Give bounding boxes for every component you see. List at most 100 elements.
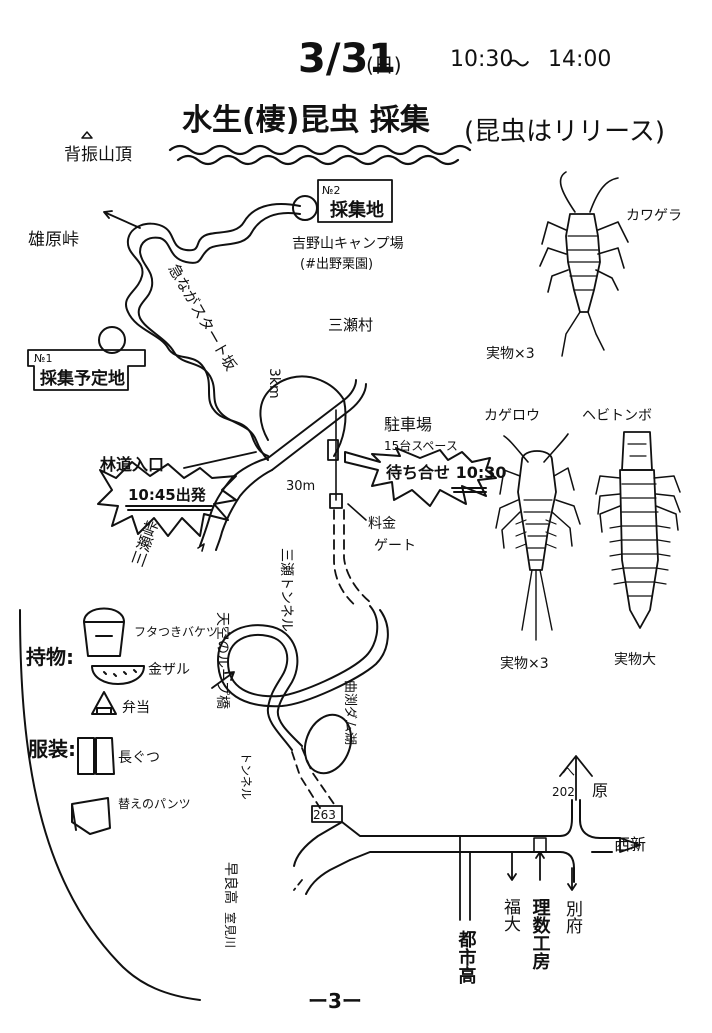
- arrow-loop-bridge: [211, 671, 235, 689]
- summit-marker: [81, 131, 93, 139]
- label-camp: 吉野山キャンプ場: [292, 236, 404, 252]
- label-to-hara: 原: [592, 781, 608, 800]
- route-202-arrow: [559, 755, 593, 801]
- site2-box: [317, 179, 393, 223]
- arrow-forest-entrance: [183, 451, 257, 469]
- route-263-box: [311, 805, 343, 823]
- meet-forest-underline: [125, 505, 213, 511]
- mayfly-illustration: [495, 433, 581, 641]
- belongings-section: 持物: フタつきバケツ 金ザル 弁当 服装: 長ぐつ 替えのパンツ: [19, 607, 218, 1001]
- label-beppu: 別府: [562, 900, 583, 935]
- item-colander: 金ザル: [148, 662, 190, 678]
- insect-dobsonfly-size: 実物大: [614, 652, 656, 668]
- stonefly-illustration: [539, 171, 629, 357]
- event-time-separator: 〜: [506, 50, 530, 78]
- label-summit: 背振山頂: [64, 145, 132, 165]
- label-sawara-school: 早良高: [222, 862, 239, 904]
- label-tunnel: トンネル: [239, 752, 253, 800]
- label-camp-sub: (#出野栗園): [300, 257, 373, 272]
- insect-stonefly-size: 実物×3: [486, 346, 535, 362]
- arrow-toll-gate: [347, 503, 367, 521]
- site2-marker: [292, 195, 318, 221]
- site1-box: [27, 349, 146, 391]
- title-note: (昆虫はリリース): [464, 117, 665, 147]
- loop-bridge-road: [217, 605, 389, 751]
- label-route-263: 263: [313, 808, 336, 822]
- site1-label: 採集予定地: [40, 368, 125, 389]
- toshiko-road: [459, 835, 471, 921]
- event-time-end: 14:00: [548, 47, 611, 72]
- onigiri-icon: [91, 691, 117, 715]
- meet-time-underline: [451, 487, 487, 493]
- label-nishijin: 西新: [614, 835, 646, 854]
- label-forest-entrance: 林道入口: [100, 455, 164, 474]
- pants-icon: [71, 797, 111, 835]
- upper-river-route: [125, 202, 301, 461]
- site1-marker: [98, 326, 126, 354]
- label-toll-2: ゲート: [374, 538, 416, 554]
- label-muroumi-river: 室見川: [223, 912, 238, 948]
- item-bucket: フタつきバケツ: [134, 625, 218, 639]
- item-boots: 長ぐつ: [118, 750, 160, 766]
- arrow-to-ohara: [103, 210, 141, 229]
- label-mitsuse-village: 三瀬村: [328, 316, 373, 334]
- dobsonfly-illustration: [595, 431, 681, 629]
- boots-icon: [77, 737, 115, 775]
- label-mitsuse-tunnel: 三瀬トンネル: [278, 548, 294, 632]
- label-toshiko: 都市高: [456, 930, 478, 985]
- item-lunch: 弁当: [122, 700, 150, 716]
- arrow-rika: [535, 851, 545, 881]
- label-route-202: 202: [552, 785, 575, 799]
- arrow-nishijin: [619, 837, 641, 853]
- belongings-border: [19, 609, 201, 1001]
- label-meet-parking: 待ち合せ 10:30: [386, 463, 507, 482]
- mitsuse-road: [199, 375, 367, 551]
- bucket-icon: [83, 607, 125, 657]
- road-263-dashed-right: [301, 747, 335, 805]
- label-slope: 急ながスタート坂: [165, 261, 241, 374]
- label-fukudai: 福大: [500, 898, 521, 932]
- toll-gate-marker: [329, 493, 343, 509]
- label-30m: 30m: [286, 479, 315, 494]
- label-parking: 駐車場: [384, 415, 432, 434]
- item-pants: 替えのパンツ: [118, 797, 191, 811]
- page-title: 水生(棲)昆虫 採集: [182, 103, 431, 138]
- insect-dobsonfly-name: ヘビトンボ: [582, 408, 652, 424]
- label-meet-forest: 10:45出発: [128, 486, 207, 504]
- label-rika: 理数工房: [530, 898, 551, 970]
- label-to-kawasaki: へ: [562, 765, 575, 780]
- header: 3/31 (日) 10:30 〜 14:00 水生(棲)昆虫 採集 (昆虫はリリ…: [168, 36, 665, 166]
- event-date: 3/31: [298, 36, 396, 82]
- insect-mayfly-size: 実物×3: [500, 656, 549, 672]
- meeting-bubble-forest: [97, 461, 237, 537]
- colander-icon: [91, 665, 145, 685]
- insect-stonefly-name: カワゲラ: [626, 208, 682, 224]
- label-lake: 曲渕ダム湖: [342, 680, 357, 745]
- mitsuse-tunnel-right: [343, 509, 371, 603]
- meeting-bubble-parking: [344, 447, 497, 507]
- title-underline-wave: [168, 144, 472, 166]
- site2-label: 採集地: [330, 199, 384, 221]
- label-pass-ohara: 雄原峠: [28, 230, 79, 250]
- clothing-heading: 服装:: [28, 737, 76, 761]
- label-mitsuse-pass: 三瀬峠: [128, 518, 162, 570]
- rika-marker: [533, 837, 547, 853]
- label-parking-sub: 15台スペース: [384, 438, 458, 453]
- arrow-beppu: [567, 867, 577, 891]
- site2-number: №2: [322, 184, 340, 197]
- pass-arrow: [197, 543, 205, 552]
- site1-number: №1: [34, 352, 52, 365]
- parking-marker: [327, 439, 339, 461]
- main-road-263: [293, 799, 621, 895]
- arrow-fukudai: [507, 851, 517, 881]
- page-number: ー3ー: [308, 989, 362, 1013]
- vertical-labels-bottom: 都市高 福大 理数工房 別府: [456, 898, 583, 985]
- label-loop-bridge: 天空のループ橋: [214, 612, 230, 709]
- mitsuse-tunnel-left: [333, 509, 357, 607]
- label-toll-1: 料金: [368, 516, 396, 532]
- road-263-dashed-left: [291, 751, 321, 809]
- insect-mayfly-name: カゲロウ: [484, 408, 540, 424]
- event-weekday: (日): [366, 53, 402, 77]
- belongings-heading: 持物:: [26, 645, 74, 669]
